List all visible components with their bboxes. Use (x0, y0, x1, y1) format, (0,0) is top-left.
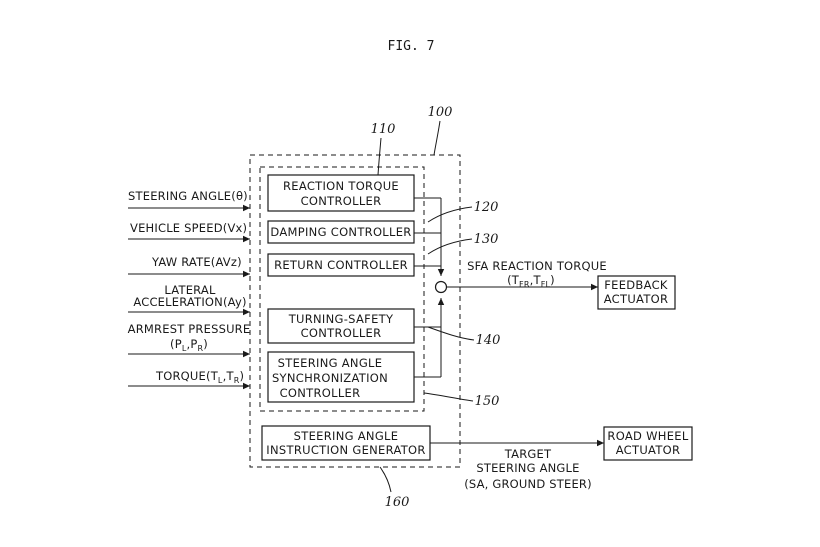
ref-150-label: 150 (475, 394, 500, 409)
return-controller-label: RETURN CONTROLLER (274, 258, 408, 272)
ref-140-label: 140 (476, 333, 501, 348)
target-label-line2: STEERING ANGLE (476, 461, 579, 475)
controller-group-box (259, 166, 425, 412)
input-vehicle-speed-label: VEHICLE SPEED(Vx) (130, 221, 247, 235)
input-lateral-label-line2: ACCELERATION(Ay) (133, 295, 246, 309)
feedback-actuator-box (597, 275, 676, 310)
ref-100-leader (433, 120, 441, 156)
sync-controller-line2: SYNCHRONIZATION (272, 371, 388, 385)
input-armrest-label-line2: (PL,PR) (170, 337, 208, 353)
return-controller-box (267, 253, 415, 277)
target-label-line3: (SA, GROUND STEER) (464, 477, 592, 491)
sfa-reaction-torque-symbols: (TFR,TFL) (507, 273, 555, 289)
damping-controller-label: DAMPING CONTROLLER (270, 225, 411, 239)
turning-safety-controller-line2: CONTROLLER (301, 326, 382, 340)
input-yaw-rate-label: YAW RATE(AVz) (151, 255, 242, 269)
turning-safety-controller-line1: TURNING-SAFETY (288, 312, 394, 326)
ref-130-label: 130 (474, 232, 499, 247)
turning-safety-controller-box (267, 308, 415, 344)
sfa-reaction-torque-label: SFA REACTION TORQUE (467, 259, 607, 273)
road-wheel-actuator-box (603, 426, 693, 461)
ref-120-label: 120 (474, 200, 499, 215)
instruction-generator-line1: STEERING ANGLE (294, 429, 399, 443)
input-lateral-label-line1: LATERAL (164, 283, 216, 297)
sync-controller-box (267, 351, 415, 403)
ref-110-leader (377, 137, 382, 176)
ref-120-leader (427, 206, 473, 223)
ref-150-leader (423, 392, 474, 402)
feedback-actuator-line2: ACTUATOR (604, 292, 669, 306)
ref-100-label: 100 (428, 105, 453, 120)
reaction-torque-controller-line1: REACTION TORQUE (283, 179, 399, 193)
summing-node (434, 280, 448, 294)
ref-160-label: 160 (385, 495, 410, 510)
sync-controller-line1: STEERING ANGLE (278, 356, 383, 370)
input-armrest-label-line1: ARMREST PRESSURE (128, 322, 251, 336)
instruction-generator-box (261, 425, 431, 461)
figure-title: FIG. 7 (388, 39, 435, 54)
instruction-generator-line2: INSTRUCTION GENERATOR (266, 443, 425, 457)
road-wheel-actuator-line2: ACTUATOR (616, 443, 681, 457)
input-torque-label: TORQUE(TL,TR) (155, 369, 244, 385)
feedback-actuator-line1: FEEDBACK (604, 278, 668, 292)
ref-160-leader (379, 466, 392, 493)
ref-110-label: 110 (371, 122, 396, 137)
ref-140-leader (427, 326, 475, 341)
target-label-line1: TARGET (504, 447, 552, 461)
sync-controller-line3: CONTROLLER (280, 386, 361, 400)
damping-controller-box (267, 220, 415, 244)
reaction-torque-controller-box (267, 174, 415, 212)
reaction-torque-controller-line2: CONTROLLER (301, 194, 382, 208)
road-wheel-actuator-line1: ROAD WHEEL (607, 429, 688, 443)
ref-130-leader (427, 238, 473, 255)
input-steering-angle-label: STEERING ANGLE(θ) (128, 189, 248, 203)
